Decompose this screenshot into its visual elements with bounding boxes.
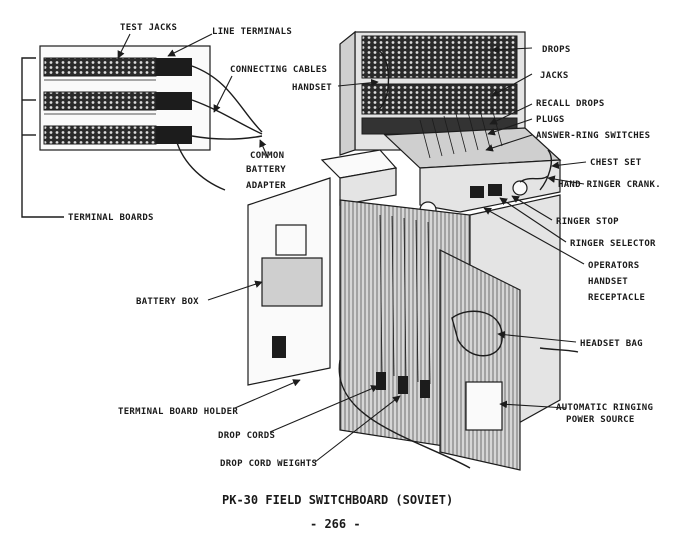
label-test-jacks: TEST JACKS bbox=[120, 23, 177, 33]
label-hand-ringer-crank: HAND RINGER CRANK. bbox=[558, 180, 661, 190]
label-power-source: POWER SOURCE bbox=[566, 415, 635, 425]
label-battery: BATTERY bbox=[246, 165, 286, 175]
switchboard-unit bbox=[247, 30, 579, 471]
terminal-boards-bracket bbox=[21, 57, 64, 218]
label-recall-drops: RECALL DROPS bbox=[536, 99, 605, 109]
label-operators-handset: HANDSET bbox=[588, 277, 628, 287]
label-terminal-board-holder: TERMINAL BOARD HOLDER bbox=[118, 407, 238, 417]
label-headset-bag: HEADSET BAG bbox=[580, 339, 643, 349]
label-jacks: JACKS bbox=[540, 71, 569, 81]
label-ringer-selector: RINGER SELECTOR bbox=[570, 239, 656, 249]
label-chest-set: CHEST SET bbox=[590, 158, 642, 168]
label-operators: OPERATORS bbox=[588, 261, 639, 271]
label-adapter: ADAPTER bbox=[246, 181, 286, 191]
leader-lines bbox=[117, 33, 587, 463]
label-common: COMMON bbox=[250, 151, 284, 161]
label-drop-cord-weights: DROP CORD WEIGHTS bbox=[220, 459, 317, 469]
label-drops: DROPS bbox=[542, 45, 571, 55]
label-battery-box: BATTERY BOX bbox=[136, 297, 199, 307]
label-automatic-ringing: AUTOMATIC RINGING bbox=[556, 403, 653, 413]
page-number: - 266 - bbox=[310, 517, 361, 531]
label-ringer-stop: RINGER STOP bbox=[556, 217, 619, 227]
label-answer-ring-switches: ANSWER-RING SWITCHES bbox=[536, 131, 650, 141]
label-terminal-boards: TERMINAL BOARDS bbox=[68, 213, 154, 223]
label-connecting-cables: CONNECTING CABLES bbox=[230, 65, 327, 75]
label-line-terminals: LINE TERMINALS bbox=[212, 27, 292, 37]
label-handset: HANDSET bbox=[292, 83, 332, 93]
label-drop-cords: DROP CORDS bbox=[218, 431, 275, 441]
terminal-boards-illustration bbox=[39, 45, 263, 191]
label-receptacle: RECEPTACLE bbox=[588, 293, 645, 303]
label-plugs: PLUGS bbox=[536, 115, 565, 125]
figure-caption: PK-30 FIELD SWITCHBOARD (SOVIET) bbox=[222, 493, 453, 507]
